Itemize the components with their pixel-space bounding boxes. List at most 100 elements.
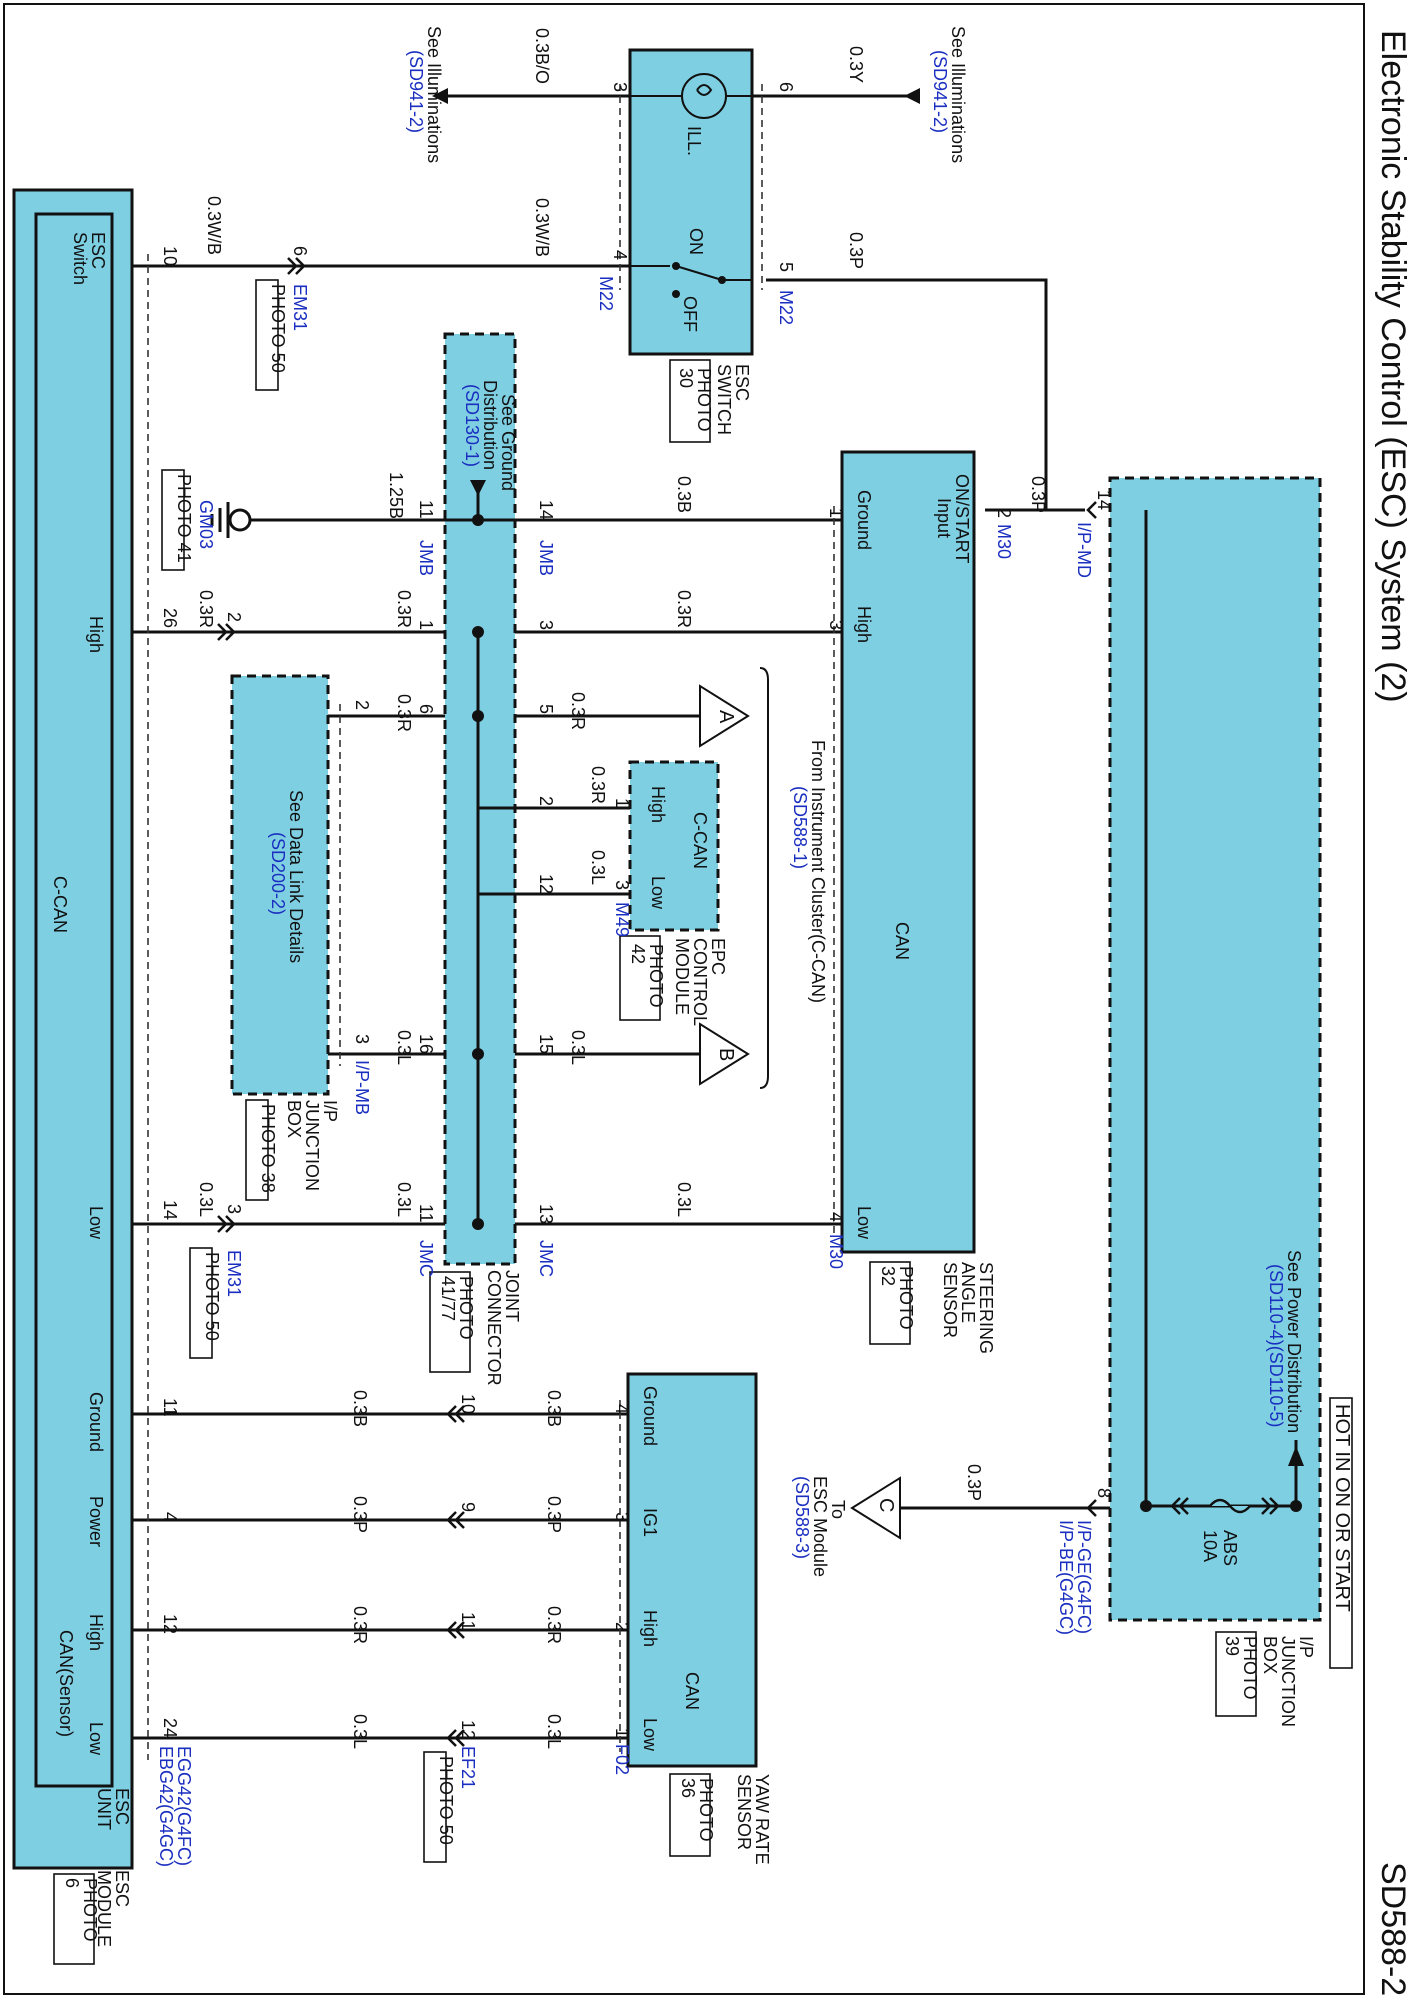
datalink-wire-3: 0.3L [394, 1030, 414, 1065]
jm-pin-3: 3 [536, 620, 556, 630]
yaw-wire-3: 0.3P [544, 1496, 564, 1533]
steer-input-2: Input [934, 498, 954, 538]
jm-photo-2: 41/77 [438, 1276, 458, 1321]
esc-low: Low [86, 1206, 106, 1240]
ground-name: GM03 [196, 500, 216, 549]
wire-b-label: 0.3L [568, 1030, 588, 1065]
jm-pin-13: 13 [536, 1204, 556, 1224]
connector-chevrons [217, 257, 1280, 1747]
steer-photo-1: PHOTO [896, 1266, 916, 1330]
marker-c-icon [850, 1476, 901, 1540]
datalink-ref: (SD200-2) [268, 832, 288, 915]
jm-pin-1: 1 [416, 620, 436, 630]
esc-photo-2: 6 [62, 1878, 82, 1888]
steer-pin-3: 3 [826, 620, 846, 630]
esc-wire-14: 0.3L [196, 1182, 216, 1217]
yaw-photo-1: PHOTO [696, 1778, 716, 1842]
ground-wire: 1.25B [386, 472, 406, 519]
jm-jmc-right: JMC [536, 1240, 556, 1277]
marker-b-icon [699, 1022, 750, 1086]
switch-photo-1: PHOTO [694, 368, 714, 432]
wire-steer-1-label: 0.3B [674, 476, 694, 513]
illum-left-arrow [432, 88, 448, 104]
epc-wire-3: 0.3L [588, 850, 608, 885]
ipbox-see-power-ref: (SD110-4)(SD110-5) [1266, 1264, 1286, 1427]
esc-unit [34, 212, 114, 1788]
steer-pin-4: 4 [826, 1212, 846, 1222]
esc-conn-1: EGG42(G4FC) [174, 1746, 194, 1866]
em31-pin-2: 2 [224, 612, 244, 622]
ground-photo: PHOTO 41 [174, 474, 194, 563]
esc-high2: High [86, 1614, 106, 1651]
page-frame [3, 3, 1365, 1995]
switch-conn-a: M22 [596, 276, 616, 311]
photo-box-datalink [245, 1099, 269, 1201]
esc-switch [628, 48, 754, 356]
epc-photo-2: 42 [628, 944, 648, 964]
ef21-pin-9: 9 [458, 1502, 478, 1512]
fuse-name: ABS [1220, 1530, 1240, 1566]
ipbox-photo-2: 39 [1222, 1636, 1242, 1656]
photo-box-steering [869, 1261, 911, 1345]
illum-right-ref: (SD941-2) [930, 50, 950, 133]
switch-contact-icon [630, 262, 752, 298]
epc-photo-1: PHOTO [646, 944, 666, 1008]
ground-symbol-icon [210, 502, 252, 538]
esc-pin-14: 14 [160, 1200, 180, 1220]
ef21-pin-10: 10 [458, 1394, 478, 1414]
datalink-pin-3: 3 [352, 1034, 372, 1044]
cluster-from: From Instrument Cluster(C-CAN) [808, 740, 828, 1003]
wire-0-3bo-label: 0.3B/O [532, 28, 552, 84]
epc-name-1: EPC [708, 938, 728, 975]
to-esc-2: ESC Module [810, 1476, 830, 1577]
photo-box-joint [429, 1271, 471, 1373]
steer-low: Low [854, 1206, 874, 1240]
yaw-pin-1: 1 [612, 1728, 632, 1738]
switch-photo-2: 30 [676, 368, 696, 388]
jm-name-2: CONNECTOR [484, 1270, 504, 1386]
fuse-rating: 10A [1200, 1530, 1220, 1562]
esc-name-2: MODULE [94, 1870, 114, 1947]
em31-bottom-photo: PHOTO 50 [202, 1252, 222, 1341]
esc-switch-lbl-1: ESC [88, 232, 108, 269]
jm-jmb-right: JMB [536, 540, 556, 576]
page-code: SD588-2 [1374, 1862, 1412, 1996]
esc-wire-11: 0.3B [350, 1390, 370, 1427]
jm-pin-12: 12 [536, 874, 556, 894]
ipbox-pin-14: 14 [1094, 490, 1114, 510]
to-esc-ref: (SD588-3) [792, 1476, 812, 1559]
esc-unit-1: ESC [112, 1788, 132, 1825]
steer-conn-low: M30 [826, 1234, 846, 1269]
ef21-pin-12: 12 [458, 1720, 478, 1740]
ipbox-hot-label: HOT IN ON OR START [1331, 1404, 1353, 1612]
ipbox-photo-1: PHOTO [1240, 1636, 1260, 1700]
photo-box-switch [669, 359, 711, 443]
esc-power: Power [86, 1496, 106, 1547]
esc-wire-12: 0.3R [350, 1606, 370, 1644]
wire-steer-4-label: 0.3L [674, 1182, 694, 1217]
photo-box-ipbox [1215, 1631, 1257, 1717]
switch-name-1: ESC [732, 364, 752, 401]
steer-ground: Ground [854, 490, 874, 550]
jm-see-ground-ref: (SD130-1) [462, 384, 482, 467]
esc-wire-26: 0.3R [196, 590, 216, 628]
ipbox-conn-md: I/P-MD [1074, 522, 1094, 578]
ip-junction-box [1108, 476, 1322, 1622]
page-title: Electronic Stability Control (ESC) Syste… [1374, 30, 1412, 703]
esc-wire-jm-top: 0.3R [394, 590, 414, 628]
photo-box-ef21 [423, 1751, 447, 1863]
switch-name-2: SWITCH [714, 364, 734, 435]
illum-right-arrow [904, 88, 920, 104]
datalink-conn: I/P-MB [352, 1060, 372, 1115]
switch-lamp-icon [630, 73, 752, 119]
datalink-name-1: I/P [320, 1100, 340, 1122]
photo-box-em31-top [255, 279, 279, 391]
fuse-icon [1209, 1498, 1251, 1514]
steer-name-2: ANGLE [958, 1262, 978, 1323]
jm-see-ground-1: See Ground [498, 394, 518, 491]
esc-photo-1: PHOTO [80, 1878, 100, 1942]
esc-pin-10: 10 [160, 246, 180, 266]
cluster-ref: (SD588-1) [790, 786, 810, 869]
yaw-rate-sensor [626, 1372, 758, 1768]
wire-0-3p-label: 0.3P [846, 232, 866, 269]
